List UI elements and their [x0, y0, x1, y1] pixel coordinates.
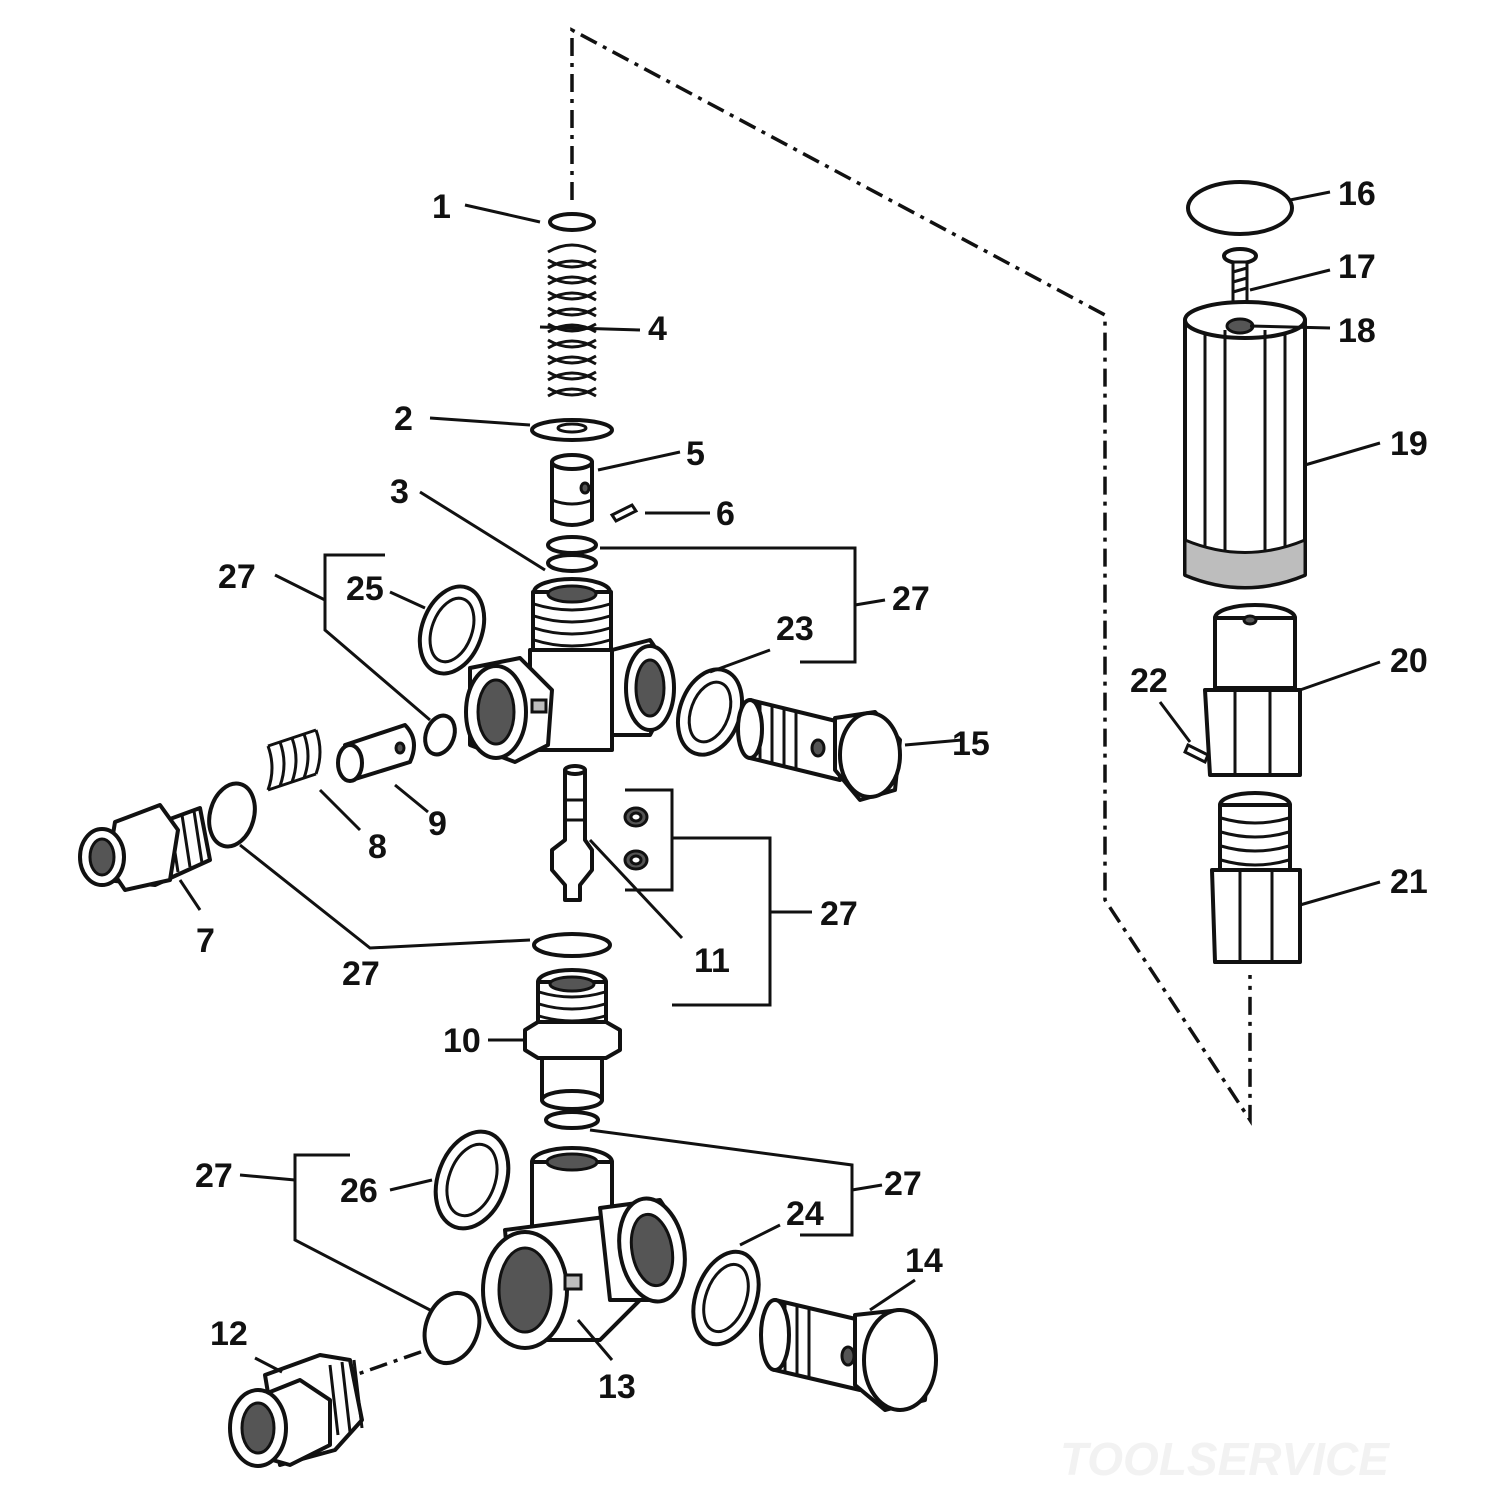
callout-6: 6 [716, 495, 735, 533]
callout-26: 26 [340, 1172, 378, 1210]
part-27-oring-nipple [544, 1110, 600, 1130]
part-13-valve-body-lower [481, 1146, 687, 1350]
part-25-washer [417, 584, 487, 676]
callout-14: 14 [905, 1242, 943, 1280]
part-9-sleeve [336, 723, 416, 783]
part-27-oring-left-large [207, 781, 257, 849]
callout-24: 24 [786, 1195, 824, 1233]
part-27-orings-piston [546, 535, 598, 573]
part-26-washer [433, 1129, 511, 1231]
part-27-oring-stem-base [532, 932, 612, 958]
callout-19: 19 [1390, 425, 1428, 463]
part-16-cap [1186, 180, 1294, 236]
callout-27-upper-left: 27 [218, 558, 256, 596]
callout-labels: 1 4 2 5 3 6 27 25 27 23 15 9 8 7 27 11 2… [195, 175, 1428, 1406]
callout-17: 17 [1338, 248, 1376, 286]
callout-5: 5 [686, 435, 705, 473]
callout-27-upper-right: 27 [892, 580, 930, 618]
callout-15: 15 [952, 725, 990, 763]
callout-23: 23 [776, 610, 814, 648]
part-14-plug [759, 1298, 938, 1412]
callout-20: 20 [1390, 642, 1428, 680]
callout-3: 3 [390, 473, 409, 511]
callout-1: 1 [432, 188, 451, 226]
part-8-spring [266, 728, 322, 792]
callout-22: 22 [1130, 662, 1168, 700]
callout-9: 9 [428, 805, 447, 843]
part-4-spring [547, 243, 597, 398]
part-27-oring-left-small [423, 713, 457, 757]
callout-10: 10 [443, 1022, 481, 1060]
part-20-sleeve [1203, 603, 1302, 777]
callout-27-lower-right: 27 [884, 1165, 922, 1203]
part-27-stem-orings [623, 806, 649, 871]
callout-13: 13 [598, 1368, 636, 1406]
callout-12: 12 [210, 1315, 248, 1353]
part-1-cap-disc [548, 212, 596, 232]
leader-lines [178, 190, 1381, 1374]
part-22-pin [1183, 742, 1210, 765]
part-11-stem [550, 764, 594, 902]
part-18-nut [1225, 317, 1255, 335]
part-27-oring-lower-left [422, 1291, 482, 1365]
part-3-valve-body-upper [464, 577, 676, 764]
part-2-washer [530, 418, 614, 442]
part-6-pin [609, 503, 639, 523]
callout-27-mid-left: 27 [342, 955, 380, 993]
part-10-nipple [523, 968, 622, 1111]
callout-11: 11 [694, 942, 730, 980]
part-23-washer [676, 667, 744, 757]
part-7-hex-fitting [78, 803, 212, 892]
part-12-hex-fitting [228, 1353, 364, 1468]
part-15-plug [736, 698, 902, 802]
part-5-piston [550, 453, 594, 527]
callout-25: 25 [346, 570, 384, 608]
callout-8: 8 [368, 828, 387, 866]
callout-27-mid-right: 27 [820, 895, 858, 933]
callout-2: 2 [394, 400, 413, 438]
callout-18: 18 [1338, 312, 1376, 350]
part-24-washer [691, 1249, 761, 1347]
callout-7: 7 [196, 922, 215, 960]
callout-27-lower-left: 27 [195, 1157, 233, 1195]
part-17-screw [1222, 247, 1258, 306]
callout-16: 16 [1338, 175, 1376, 213]
part-21-fitting [1210, 791, 1302, 964]
callout-4: 4 [648, 310, 667, 348]
watermark: TOOLSERVICE [1060, 1433, 1390, 1485]
callout-21: 21 [1390, 863, 1428, 901]
part-19-knob [1183, 300, 1307, 590]
